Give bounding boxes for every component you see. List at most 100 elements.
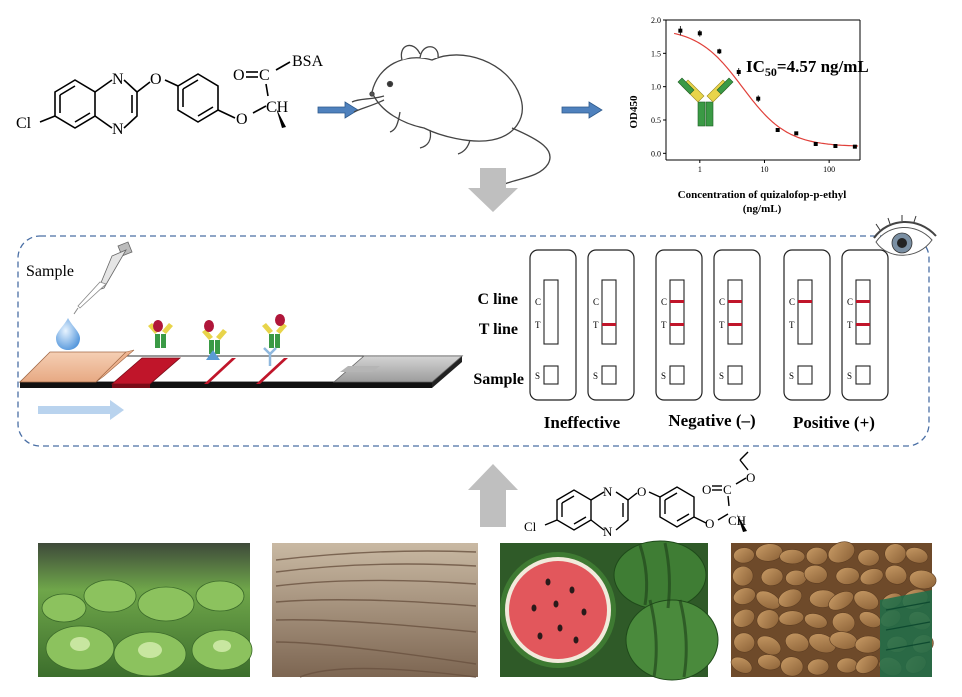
y-axis-label: OD450 — [628, 95, 640, 129]
data-points — [678, 26, 857, 149]
atom-n: N — [112, 121, 124, 138]
t-mark: T — [789, 320, 795, 330]
atom-o: O — [637, 484, 646, 499]
potato — [884, 564, 908, 585]
result-negative: Negative (–) — [668, 411, 755, 430]
result-ineffective: Ineffective — [544, 413, 621, 432]
antibody-icon — [677, 77, 734, 127]
eye-icon — [873, 215, 937, 256]
result-window — [797, 279, 813, 345]
potato — [755, 543, 783, 562]
control-line — [728, 300, 742, 303]
potato — [857, 549, 880, 567]
c-mark: C — [661, 297, 667, 307]
potato — [733, 547, 755, 564]
up-arrow — [468, 464, 518, 527]
ic50-annotation: IC50=4.57 ng/mL — [746, 57, 869, 79]
c-mark: C — [847, 297, 853, 307]
data-point — [794, 131, 799, 136]
potato — [755, 590, 781, 610]
test-strip — [18, 349, 464, 388]
potato — [804, 613, 828, 629]
potato — [905, 547, 929, 564]
quizalofop-bsa-structure — [39, 61, 291, 129]
wedge-bond — [276, 108, 286, 128]
test-line — [728, 323, 742, 326]
y-tick-label: 1.0 — [651, 83, 661, 92]
data-point — [717, 49, 722, 54]
sample-well-label: Sample — [473, 371, 524, 388]
potato — [855, 655, 879, 674]
s-mark: S — [719, 371, 724, 381]
potato — [803, 564, 828, 584]
cassette: CTS — [713, 249, 761, 401]
cassette: CTS — [783, 249, 831, 401]
potato — [859, 568, 884, 586]
t-line-label: T line — [479, 321, 518, 338]
data-point — [813, 142, 818, 146]
atom-o: O — [702, 482, 711, 497]
control-line — [798, 300, 812, 303]
result-window — [601, 279, 617, 345]
arrow-to-mouse — [317, 101, 359, 119]
y-tick-label: 1.5 — [651, 49, 661, 58]
t-mark: T — [593, 320, 599, 330]
result-positive: Positive (+) — [793, 413, 875, 432]
potato — [853, 590, 879, 611]
potato — [808, 633, 837, 654]
c-mark: C — [593, 297, 599, 307]
t-mark: T — [847, 320, 853, 330]
cabbage-field-photo — [38, 543, 253, 677]
wedge-bond — [737, 514, 747, 532]
x-tick-label: 10 — [760, 165, 768, 174]
watermelon-photo — [500, 540, 719, 681]
potato — [836, 657, 858, 674]
atom-cl: Cl — [524, 519, 537, 534]
result-window — [669, 279, 685, 345]
test-line — [856, 323, 870, 326]
down-arrow — [468, 168, 518, 212]
captured-antibody — [202, 320, 227, 360]
potato — [757, 654, 781, 671]
quizalofop-p-ethyl-structure — [544, 451, 749, 531]
chart-axes — [665, 19, 861, 161]
assay-panel — [17, 235, 930, 447]
fit-line — [673, 32, 859, 147]
potato — [778, 610, 805, 626]
potato — [780, 656, 804, 677]
potato — [730, 656, 753, 674]
atom-cl: Cl — [16, 115, 32, 132]
atom-o: O — [236, 111, 248, 128]
x-axis-label-line2: (ng/mL) — [743, 203, 782, 215]
potato — [733, 632, 755, 653]
atom-o: O — [746, 470, 755, 485]
test-line — [670, 323, 684, 326]
t-mark: T — [661, 320, 667, 330]
c-mark: C — [719, 297, 725, 307]
potato — [827, 541, 855, 564]
test-line — [602, 323, 616, 326]
data-point — [756, 96, 761, 101]
y-tick-label: 2.0 — [651, 16, 661, 25]
sample-well — [543, 365, 559, 385]
potato — [733, 587, 756, 605]
potato — [778, 588, 803, 608]
s-mark: S — [789, 371, 794, 381]
soil-field-photo — [272, 543, 478, 678]
atom-n: N — [603, 524, 613, 539]
data-point — [833, 144, 838, 148]
bottom-atom-labels: N N O O O O C CH Cl — [524, 470, 755, 539]
top-atom-labels: N N O O O C CH Cl BSA — [16, 53, 324, 138]
data-point — [852, 144, 857, 149]
result-window — [543, 279, 559, 345]
y-tick-label: 0.5 — [651, 116, 661, 125]
mouse-icon — [351, 44, 551, 189]
cassette: C T S — [587, 249, 635, 401]
x-tick-label: 1 — [698, 165, 702, 174]
s-mark: S — [535, 371, 540, 381]
s-mark: S — [661, 371, 666, 381]
atom-n: N — [112, 71, 124, 88]
s-mark: S — [593, 371, 598, 381]
potato — [785, 632, 810, 653]
